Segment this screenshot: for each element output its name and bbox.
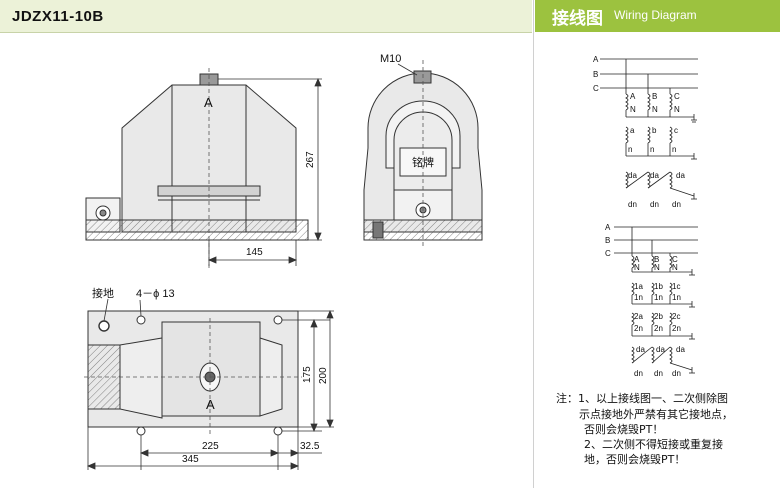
svg-text:da: da <box>676 345 685 354</box>
bolt-label: M10 <box>380 53 401 65</box>
top-horizontal-dims <box>86 427 322 470</box>
front-height-dim <box>218 77 322 242</box>
svg-text:A: A <box>634 255 640 264</box>
svg-text:2b: 2b <box>654 312 663 321</box>
svg-text:1b: 1b <box>654 282 663 291</box>
svg-text:dn: dn <box>654 369 663 378</box>
svg-text:2a: 2a <box>634 312 643 321</box>
wiring-diagram-1 <box>600 58 698 200</box>
top-terminal-label: A <box>206 397 215 412</box>
svg-text:N: N <box>630 105 636 114</box>
svg-text:n: n <box>628 145 632 154</box>
svg-text:2n: 2n <box>654 324 663 333</box>
header-bar <box>0 0 532 33</box>
holes-label: 4－ϕ 13 <box>136 288 175 300</box>
svg-text:A: A <box>630 92 636 101</box>
dim-175: 175 <box>302 366 313 383</box>
svg-text:A: A <box>593 55 599 64</box>
svg-text:b: b <box>652 126 657 135</box>
dim-225: 225 <box>202 441 219 452</box>
svg-text:dn: dn <box>650 200 659 209</box>
svg-text:1n: 1n <box>672 293 681 302</box>
ground-label: 接地 <box>92 287 114 300</box>
front-view <box>85 73 309 241</box>
svg-text:n: n <box>672 145 676 154</box>
dim-32-5: 32.5 <box>300 441 320 452</box>
model-title: JDZX11-10B <box>12 8 104 25</box>
svg-text:N: N <box>654 263 660 272</box>
note-line-1: 注：1、以上接线图一、二次侧除图 <box>556 392 728 405</box>
svg-text:1n: 1n <box>634 293 643 302</box>
svg-text:da: da <box>650 171 659 180</box>
nameplate-label: 铭牌 <box>412 155 434 169</box>
svg-text:N: N <box>672 263 678 272</box>
svg-text:c: c <box>674 126 678 135</box>
dim-200: 200 <box>318 367 329 384</box>
svg-text:N: N <box>652 105 658 114</box>
svg-text:n: n <box>650 145 654 154</box>
svg-text:2c: 2c <box>672 312 680 321</box>
dim-345: 345 <box>182 454 199 465</box>
svg-text:A: A <box>605 223 611 232</box>
svg-text:N: N <box>674 105 680 114</box>
top-view <box>87 310 299 436</box>
note-line-5: 地，否则会烧毁PT！ <box>584 453 686 466</box>
wiring-2-labels: A B C A N B N C N 1a 1n 1b 1n 1c 1n 2a 2… <box>605 223 685 378</box>
holes-leader <box>139 299 142 317</box>
svg-text:N: N <box>634 263 640 272</box>
note-line-2: 示点接地外严禁有其它接地点， <box>579 408 733 421</box>
front-width-dim <box>207 240 298 266</box>
svg-text:da: da <box>676 171 685 180</box>
svg-text:2n: 2n <box>634 324 643 333</box>
dim-267: 267 <box>305 151 316 168</box>
wiring-1-labels: A B C A N B N C N a n b n c n da dn da d… <box>593 55 685 209</box>
wiring-diagram-2 <box>614 226 698 374</box>
svg-text:C: C <box>674 92 680 101</box>
svg-text:dn: dn <box>672 369 681 378</box>
svg-text:da: da <box>636 345 645 354</box>
svg-text:C: C <box>605 249 611 258</box>
svg-text:dn: dn <box>634 369 643 378</box>
svg-text:dn: dn <box>672 200 681 209</box>
svg-text:C: C <box>672 255 678 264</box>
panel-divider <box>533 0 534 488</box>
note-line-4: 2、二次侧不得短接或重复接 <box>584 438 723 451</box>
svg-text:dn: dn <box>628 200 637 209</box>
svg-text:da: da <box>656 345 665 354</box>
svg-text:1a: 1a <box>634 282 643 291</box>
svg-text:1n: 1n <box>654 293 663 302</box>
svg-text:B: B <box>652 92 657 101</box>
bolt-leader <box>397 63 418 76</box>
wiring-title-en: Wiring Diagram <box>614 8 697 22</box>
wiring-header-bar <box>535 0 780 32</box>
wiring-title-cn: 接线图 <box>552 9 603 28</box>
front-terminal-label: A <box>204 95 213 110</box>
svg-text:B: B <box>605 236 610 245</box>
svg-text:da: da <box>628 171 637 180</box>
top-vertical-dims <box>282 309 334 433</box>
svg-text:a: a <box>630 126 635 135</box>
ground-leader <box>103 298 109 322</box>
svg-text:2n: 2n <box>672 324 681 333</box>
svg-text:B: B <box>593 70 598 79</box>
dim-145: 145 <box>246 247 263 258</box>
svg-text:1c: 1c <box>672 282 680 291</box>
note-line-3: 否则会烧毁PT！ <box>584 423 664 436</box>
svg-text:B: B <box>654 255 659 264</box>
svg-text:C: C <box>593 84 599 93</box>
